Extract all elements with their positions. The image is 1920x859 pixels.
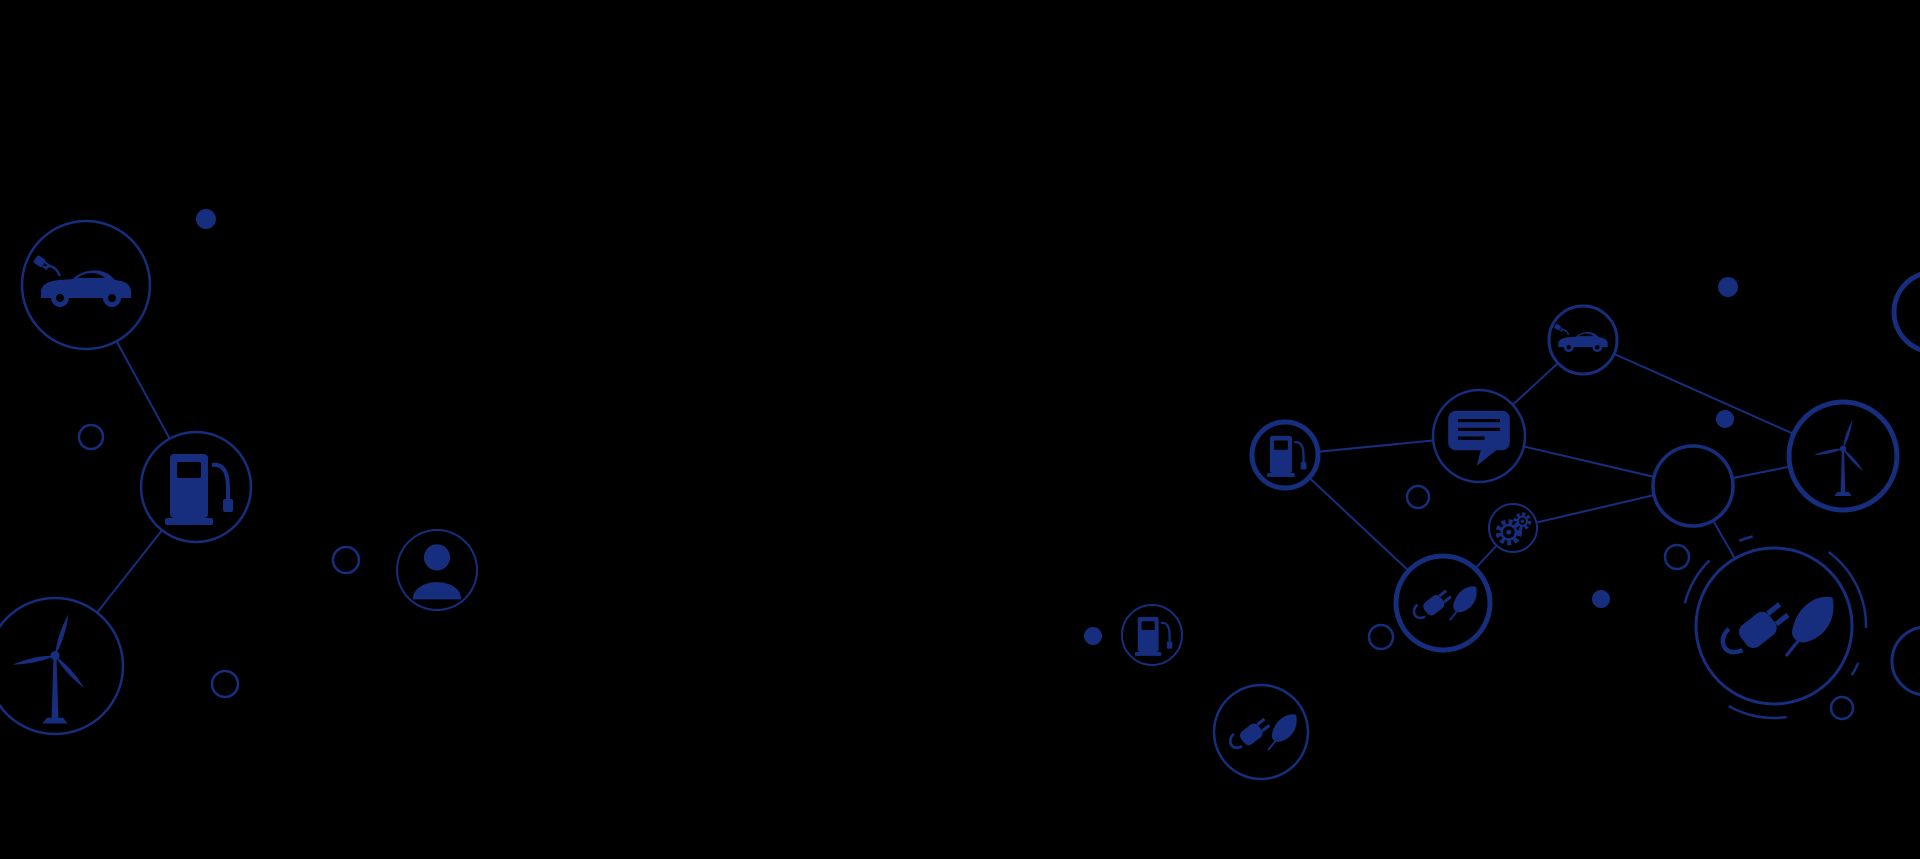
decor-dot — [1592, 590, 1610, 608]
decor-ring — [1829, 695, 1855, 721]
fuel-pump-node-left — [139, 430, 253, 544]
dashed-arc — [1680, 532, 1868, 720]
decor-dot — [1084, 627, 1102, 645]
fuel-pump-node-right — [1249, 419, 1321, 491]
chat-node — [1431, 388, 1527, 484]
decor-dots — [196, 209, 1738, 645]
decor-ring — [1367, 623, 1395, 651]
eco-plug-node-large — [1680, 532, 1868, 720]
decor-ring — [210, 669, 240, 699]
decor-ring — [77, 423, 105, 451]
wind-turbine-node-right — [1786, 399, 1900, 513]
fuel-pump-node-center — [1121, 604, 1183, 666]
ev-car-node-left — [20, 219, 152, 351]
partial-node-top-right — [1891, 271, 1920, 353]
partial-node-bottom-right — [1890, 626, 1920, 696]
person-node — [396, 529, 478, 611]
decor-ring — [1663, 543, 1691, 571]
decor-dot — [196, 209, 216, 229]
decor-rings — [77, 423, 1855, 721]
eco-plug-node-right — [1393, 553, 1493, 653]
eco-plug-node-center — [1212, 683, 1310, 781]
gears-node — [1488, 503, 1538, 553]
empty-ring-node — [1651, 444, 1735, 528]
ev-car-node-right — [1547, 304, 1619, 376]
decor-ring — [1405, 484, 1431, 510]
decor-dot — [1718, 277, 1738, 297]
decor-ring — [331, 545, 361, 575]
wind-turbine-node-left — [0, 596, 125, 736]
decor-dot — [1716, 410, 1734, 428]
